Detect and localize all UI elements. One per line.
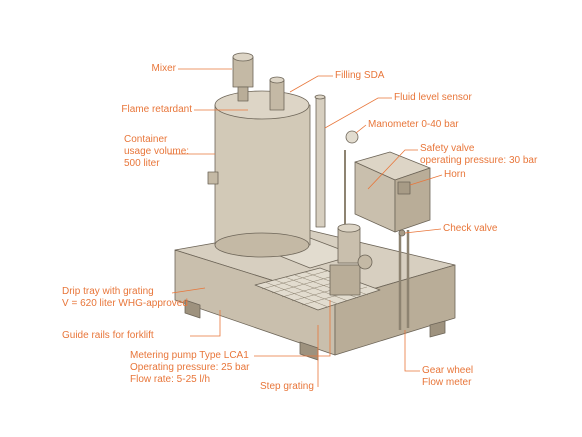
label-metering-pump: Metering pump Type LCA1 Operating pressu… xyxy=(130,350,250,385)
label-container: Container usage volume: 500 liter xyxy=(124,134,190,169)
step-grating xyxy=(254,267,381,311)
leader-metering-pump xyxy=(254,300,331,357)
leader-filling-sda xyxy=(289,75,333,93)
leader-check-valve xyxy=(404,228,442,234)
guide-rail-right xyxy=(429,320,446,338)
container-handle xyxy=(207,171,219,185)
leader-drip-tray xyxy=(171,287,206,294)
label-check-valve: Check valve xyxy=(443,223,498,234)
leader-safety-valve xyxy=(367,149,418,190)
label-drip-tray: Drip tray with grating V = 620 liter WHG… xyxy=(62,286,188,309)
metering-pump-base xyxy=(329,264,361,296)
label-fluid-level-sensor: Fluid level sensor xyxy=(394,92,472,103)
manometer xyxy=(345,130,359,144)
container-body xyxy=(214,104,311,246)
label-gear-wheel: Gear wheel Flow meter xyxy=(422,365,474,388)
horn xyxy=(397,181,411,195)
gear-wheel-flow-meter xyxy=(357,254,373,270)
label-flame-retardant: Flame retardant xyxy=(121,104,192,115)
step-grating-mesh xyxy=(261,270,369,308)
leader-gear-wheel xyxy=(404,330,420,372)
label-mixer: Mixer xyxy=(151,63,176,74)
label-safety-valve: Safety valve operating pressure: 30 bar xyxy=(420,143,538,166)
label-manometer: Manometer 0-40 bar xyxy=(368,119,459,130)
leader-guide-rails xyxy=(190,310,221,337)
label-horn: Horn xyxy=(444,169,466,180)
leader-fluid-level xyxy=(324,97,392,129)
drip-tray-front-right xyxy=(334,264,456,356)
guide-rail-left xyxy=(184,299,201,319)
container-bottom xyxy=(214,232,310,258)
label-step-grating: Step grating xyxy=(260,381,314,392)
leader-horn xyxy=(409,174,443,186)
label-guide-rails: Guide rails for forklift xyxy=(62,330,154,341)
leader-manometer xyxy=(355,124,367,134)
label-filling-sda: Filling SDA xyxy=(335,70,385,81)
